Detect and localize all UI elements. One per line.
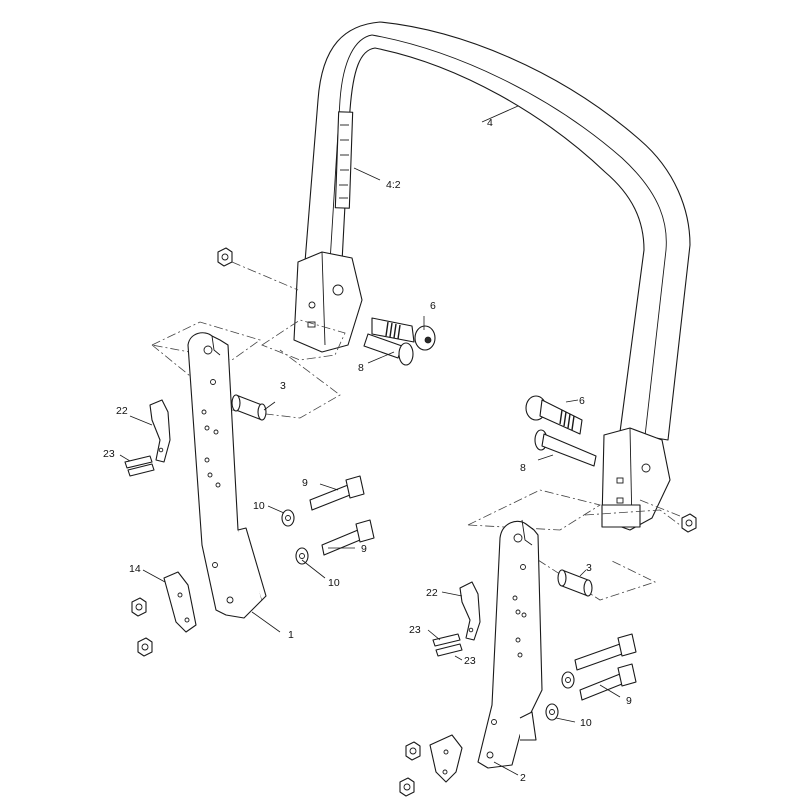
- callout-6-right: 6: [579, 395, 585, 407]
- callout-6-top: 6: [430, 300, 436, 312]
- callout-9-upper: 9: [302, 477, 308, 489]
- callout-23-right-b: 23: [464, 655, 476, 667]
- callout-22-right: 22: [426, 587, 438, 599]
- callout-8-top: 8: [358, 362, 364, 374]
- lock-nuts: [131, 247, 697, 797]
- callout-4-2: 4:2: [386, 179, 401, 191]
- left-upright: [187, 332, 267, 619]
- callout-9-right: 9: [626, 695, 632, 707]
- callout-2: 2: [520, 772, 526, 784]
- callout-8-right: 8: [520, 462, 526, 474]
- callout-1: 1: [288, 629, 294, 641]
- callout-22-left: 22: [116, 405, 128, 417]
- callout-23-left: 23: [103, 448, 115, 460]
- callout-4: 4: [487, 117, 493, 129]
- roll-bar-decal: [334, 111, 354, 209]
- right-upright: [477, 519, 543, 769]
- callout-23-right-a: 23: [409, 624, 421, 636]
- callout-9-mid: 9: [361, 543, 367, 555]
- callout-14: 14: [129, 563, 141, 575]
- callout-10-mid: 10: [328, 577, 340, 589]
- callout-3-right: 3: [586, 562, 592, 574]
- callout-3-left: 3: [280, 380, 286, 392]
- bolts-and-washers: [281, 475, 637, 721]
- callout-10-right: 10: [580, 717, 592, 729]
- leader-lines: [119, 105, 621, 776]
- roll-bar: [293, 21, 691, 531]
- pins-and-spacers: [231, 317, 597, 597]
- callout-10-upper: 10: [253, 500, 265, 512]
- callout-labels: 4 4:2 6 8 3 22 23 9 10 9 10 14 1 6 8 3 2…: [103, 117, 632, 784]
- small-brackets: [124, 399, 481, 783]
